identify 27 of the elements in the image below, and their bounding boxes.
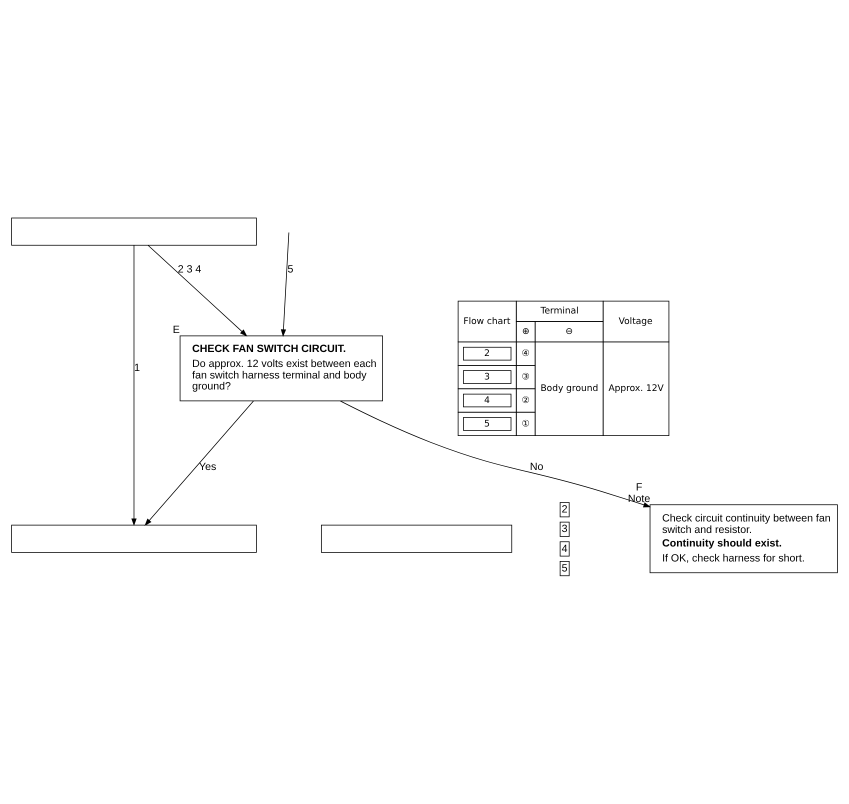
label: 2	[484, 348, 490, 359]
edge-label: Yes	[199, 460, 216, 473]
edge-label: No	[530, 460, 544, 473]
node-label: E	[172, 324, 180, 336]
node-label: F	[636, 482, 642, 494]
label: Body ground	[540, 384, 598, 394]
label: 3	[562, 523, 568, 536]
label: 2	[562, 503, 568, 516]
node-label: Note	[628, 492, 650, 505]
edge-label: 2 3 4	[178, 264, 202, 276]
label: ⊕	[522, 327, 530, 338]
label: 4	[562, 542, 568, 555]
label: ③	[522, 372, 530, 382]
label: 4	[484, 396, 490, 406]
label: 5	[484, 419, 490, 430]
label: Flow chart	[463, 316, 510, 327]
label: ①	[522, 419, 530, 430]
label: 3	[484, 372, 490, 382]
label: Terminal	[540, 306, 579, 317]
label: ②	[522, 396, 530, 406]
label: ⊖	[565, 327, 574, 338]
edge-label: 1	[134, 362, 140, 374]
label: Approx. 12V	[608, 384, 664, 394]
label: Voltage	[618, 316, 653, 327]
label: 5	[562, 562, 568, 574]
label: ④	[522, 348, 530, 359]
edge-label: 5	[287, 264, 294, 276]
